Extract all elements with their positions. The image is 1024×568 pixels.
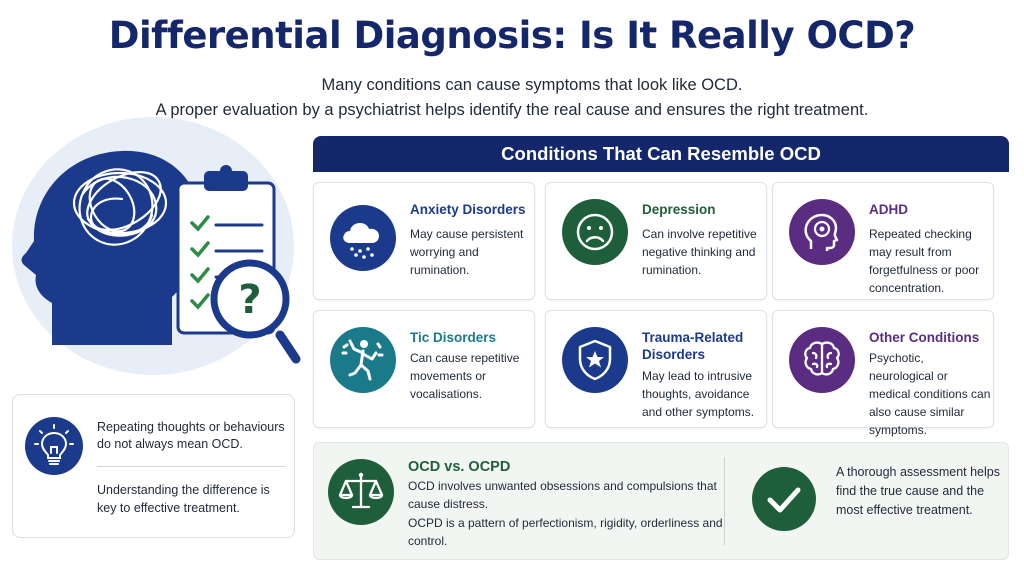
ocpd-description: OCPD is a pattern of perfectionism, rigi… (408, 516, 723, 548)
note-card: Repeating thoughts or behaviours do not … (12, 394, 295, 538)
sad-face-icon (562, 199, 628, 265)
page-title: Differential Diagnosis: Is It Really OCD… (108, 14, 916, 57)
lightbulb-icon (25, 417, 83, 475)
scales-icon (328, 459, 394, 525)
condition-title: Depression (642, 202, 716, 217)
brain-icon (789, 327, 855, 393)
ocd-description: OCD involves unwanted obsessions and com… (408, 479, 717, 511)
condition-title: Other Conditions (869, 330, 980, 345)
condition-title: Trauma-Related Disorders (642, 330, 744, 362)
moving-figure-icon (330, 327, 396, 393)
rain-cloud-icon (330, 205, 396, 271)
note-divider (97, 466, 285, 467)
condition-body: Can cause repetitive movements or vocali… (410, 351, 520, 401)
condition-body: Psychotic, neurological or medical condi… (869, 351, 991, 437)
page-subtitle-2: A proper evaluation by a psychiatrist he… (155, 101, 869, 119)
condition-body: May lead to intrusive thoughts, avoidanc… (642, 369, 755, 419)
condition-card-other: Other Conditions Psychotic, neurological… (772, 310, 994, 437)
shield-star-icon (562, 327, 628, 393)
condition-body: May cause persistent worrying and rumina… (410, 227, 524, 277)
comparison-divider (724, 457, 725, 545)
condition-title: Tic Disorders (410, 330, 497, 345)
condition-card-depression: Depression Can involve repetitive negati… (545, 182, 767, 300)
condition-title: ADHD (869, 202, 908, 217)
comparison-title: OCD vs. OCPD (408, 459, 511, 475)
magnifier-question-icon: ? (210, 259, 301, 364)
assessment-text: A thorough assessment helps find the tru… (836, 465, 1000, 517)
checkmark-icon (752, 467, 816, 531)
condition-card-anxiety: Anxiety Disorders May cause persistent w… (313, 182, 535, 300)
svg-text:?: ? (238, 277, 261, 323)
condition-body: Can involve repetitive negative thinking… (642, 227, 757, 277)
page-subtitle-1: Many conditions can cause symptoms that … (321, 76, 743, 94)
condition-card-adhd: ADHD Repeated checking may result from f… (772, 182, 994, 300)
condition-title: Anxiety Disorders (410, 202, 526, 217)
condition-body: Repeated checking may result from forget… (869, 227, 980, 295)
condition-card-tic: Tic Disorders Can cause repetitive movem… (313, 310, 535, 428)
note-text-2: Understanding the difference is key to e… (97, 483, 270, 515)
conditions-heading: Conditions That Can Resemble OCD (313, 136, 1009, 172)
condition-card-trauma: Trauma-Related Disorders May lead to int… (545, 310, 767, 428)
head-gear-icon (789, 199, 855, 265)
note-text-1: Repeating thoughts or behaviours do not … (97, 420, 285, 451)
head-clipboard-illustration: ? (21, 150, 301, 364)
ocd-ocpd-comparison: OCD vs. OCPD OCD involves unwanted obses… (313, 442, 1009, 560)
tangled-thoughts-icon (72, 168, 168, 246)
